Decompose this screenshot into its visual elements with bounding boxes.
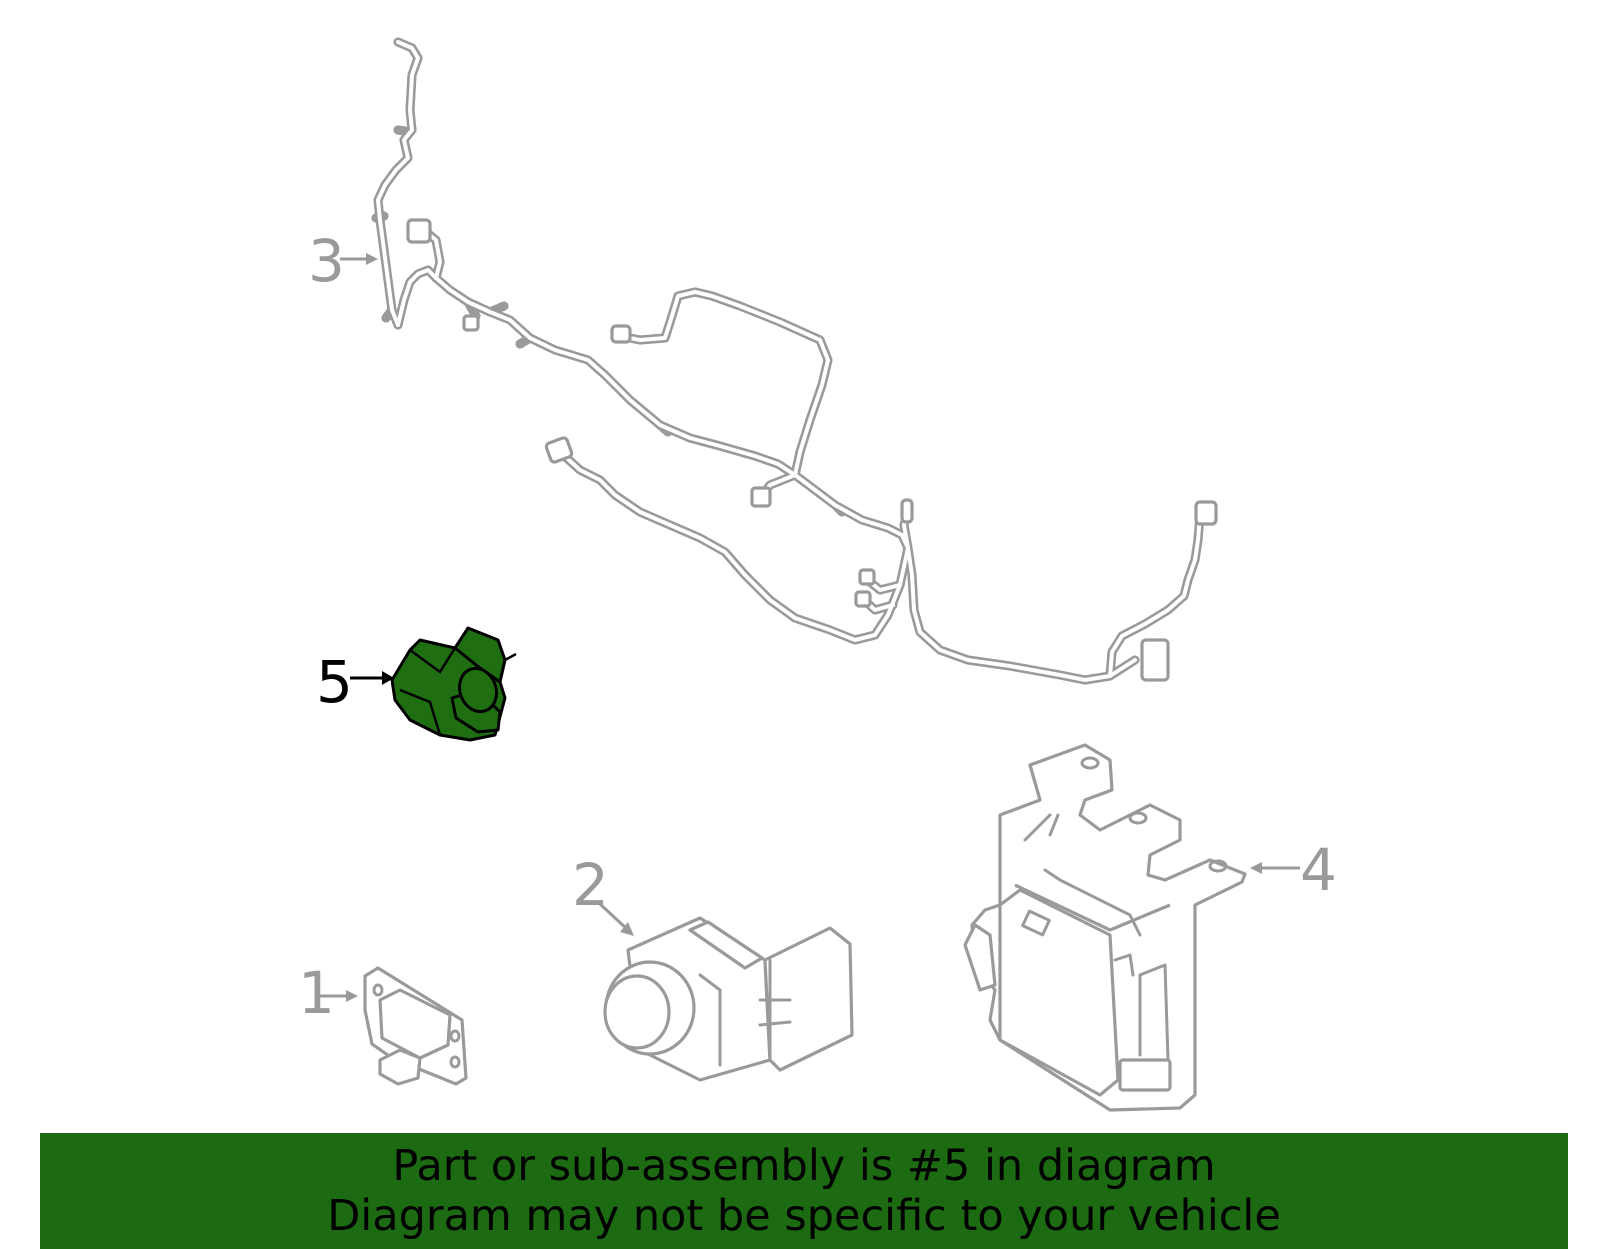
control-module-part-4[interactable] <box>963 743 1247 1112</box>
info-banner: Part or sub-assembly is #5 in diagram Di… <box>40 1133 1568 1249</box>
banner-line-part-number: Part or sub-assembly is #5 in diagram <box>392 1141 1216 1191</box>
highlighted-sensor-part-5[interactable] <box>390 626 517 742</box>
callout-5: 5 <box>316 648 353 716</box>
callout-4: 4 <box>1300 836 1337 904</box>
callout-2: 2 <box>572 851 609 919</box>
parking-sensor-part-2[interactable] <box>603 916 854 1082</box>
bracket-part-1[interactable] <box>363 966 468 1086</box>
banner-line-disclaimer: Diagram may not be specific to your vehi… <box>327 1191 1281 1241</box>
callout-1: 1 <box>298 959 335 1027</box>
callout-3: 3 <box>308 227 345 295</box>
wiring-harness-part-3[interactable] <box>371 37 1218 685</box>
callout-arrows <box>320 253 1300 1002</box>
